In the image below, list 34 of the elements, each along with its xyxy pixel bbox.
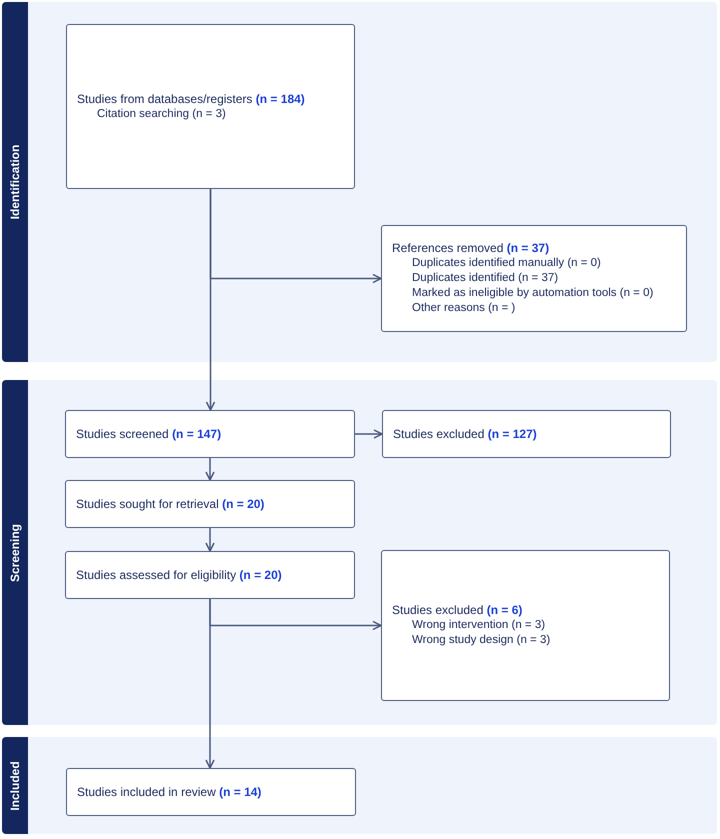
box-heading: Studies from databases/registers (n = 184) xyxy=(77,92,306,106)
process-box xyxy=(381,550,670,701)
list-item: Marked as ineligible by automation tools (n = 0) xyxy=(411,286,654,301)
phase-band xyxy=(2,737,717,834)
process-box xyxy=(381,225,687,332)
process-box xyxy=(65,551,355,599)
phase-label: Included xyxy=(8,760,22,810)
box-heading: Studies excluded (n = 127) xyxy=(393,426,538,442)
process-box xyxy=(66,24,355,189)
process-box xyxy=(66,768,356,816)
arrow xyxy=(205,599,215,769)
box-heading: Studies sought for retrieval (n = 20) xyxy=(76,496,266,512)
process-box xyxy=(382,410,671,458)
list-item: Duplicates identified (n = 37) xyxy=(411,271,560,286)
phase-label: Screening xyxy=(8,523,22,582)
list-item: Wrong study design (n = 3) xyxy=(411,633,552,648)
phase-band xyxy=(2,380,717,725)
box-heading: References removed (n = 37) xyxy=(392,241,550,256)
arrow xyxy=(206,189,216,411)
phase-label: Identification xyxy=(8,144,22,220)
arrow xyxy=(205,528,215,552)
list-item: Citation searching (n = 3) xyxy=(96,106,227,122)
phase-band xyxy=(2,2,717,362)
box-heading: Studies included in review (n = 14) xyxy=(77,784,262,800)
box-heading: Studies assessed for eligibility (n = 20) xyxy=(76,568,283,582)
box-heading: Studies excluded (n = 6) xyxy=(392,603,524,618)
list-item: Duplicates identified manually (n = 0) xyxy=(411,256,602,271)
list-item: Wrong intervention (n = 3) xyxy=(411,618,546,633)
arrow xyxy=(205,458,215,481)
arrow xyxy=(355,429,383,439)
process-box xyxy=(65,480,355,528)
list-item: Other reasons (n = ) xyxy=(411,301,516,316)
process-box xyxy=(65,410,355,458)
box-heading: Studies screened (n = 147) xyxy=(76,426,222,442)
